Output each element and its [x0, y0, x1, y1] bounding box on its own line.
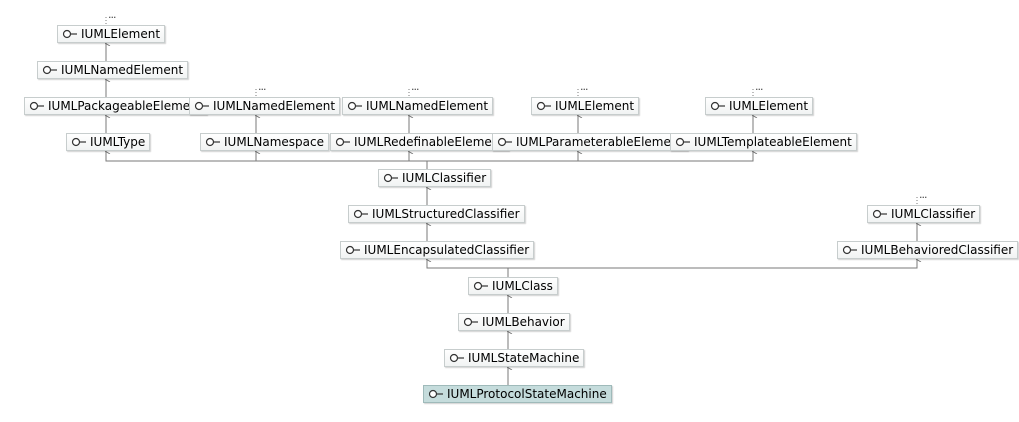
interface-lollipop-icon: [842, 245, 858, 255]
node-label: IUMLNamedElement: [213, 99, 336, 113]
node-iumlclassifier[interactable]: IUMLClassifier: [867, 205, 981, 223]
node-label: IUMLEncapsulatedClassifier: [364, 243, 530, 257]
node-iumlnamedelement[interactable]: IUMLNamedElement: [189, 97, 341, 115]
node-label: IUMLClassifier: [891, 207, 976, 221]
more-ancestors-ellipsis[interactable]: ...: [411, 80, 419, 93]
interface-lollipop-icon: [449, 353, 465, 363]
node-label: IUMLClassifier: [402, 171, 487, 185]
node-label: IUMLStateMachine: [468, 351, 580, 365]
node-label: IUMLRedefinableElement: [354, 135, 505, 149]
interface-lollipop-icon: [353, 209, 369, 219]
node-iumltemplateableelement[interactable]: IUMLTemplateableElement: [670, 133, 857, 151]
interface-lollipop-icon: [383, 173, 399, 183]
node-label: IUMLElement: [729, 99, 809, 113]
interface-lollipop-icon: [428, 389, 444, 399]
node-label: IUMLProtocolStateMachine: [447, 387, 607, 401]
interface-lollipop-icon: [335, 137, 351, 147]
interface-lollipop-icon: [347, 101, 363, 111]
node-label: IUMLClass: [492, 279, 553, 293]
more-ancestors-ellipsis[interactable]: ...: [919, 188, 927, 201]
node-iumlelement[interactable]: IUMLElement: [705, 97, 814, 115]
more-ancestors-ellipsis[interactable]: ...: [580, 80, 588, 93]
interface-lollipop-icon: [872, 209, 888, 219]
node-iumlpackageableelement[interactable]: IUMLPackageableElement: [24, 97, 208, 115]
node-label: IUMLBehavioredClassifier: [861, 243, 1014, 257]
node-label: IUMLNamespace: [224, 135, 324, 149]
node-label: IUMLParameterableElement: [516, 135, 684, 149]
node-iumlprotocolstatemachine-selected[interactable]: IUMLProtocolStateMachine: [423, 385, 612, 403]
more-ancestors-ellipsis[interactable]: ...: [258, 80, 266, 93]
interface-lollipop-icon: [710, 101, 726, 111]
interface-lollipop-icon: [62, 29, 78, 39]
node-iumlredefinableelement[interactable]: IUMLRedefinableElement: [330, 133, 510, 151]
node-label: IUMLStructuredClassifier: [372, 207, 520, 221]
more-ancestors-ellipsis[interactable]: ...: [108, 8, 116, 21]
node-label: IUMLTemplateableElement: [694, 135, 852, 149]
node-iumlbehavior[interactable]: IUMLBehavior: [458, 313, 570, 331]
node-iumlparameterableelement[interactable]: IUMLParameterableElement: [492, 133, 689, 151]
interface-lollipop-icon: [42, 65, 58, 75]
interface-lollipop-icon: [675, 137, 691, 147]
interface-lollipop-icon: [536, 101, 552, 111]
interface-lollipop-icon: [29, 101, 45, 111]
interface-lollipop-icon: [205, 137, 221, 147]
node-iumlencapsulatedclassifier[interactable]: IUMLEncapsulatedClassifier: [340, 241, 535, 259]
node-label: IUMLElement: [81, 27, 161, 41]
node-label: IUMLNamedElement: [61, 63, 184, 77]
node-label: IUMLBehavior: [482, 315, 565, 329]
node-iumlnamedelement[interactable]: IUMLNamedElement: [342, 97, 494, 115]
node-iumlnamespace[interactable]: IUMLNamespace: [200, 133, 329, 151]
node-iumlclassifier[interactable]: IUMLClassifier: [378, 169, 492, 187]
interface-lollipop-icon: [194, 101, 210, 111]
node-label: IUMLType: [90, 135, 146, 149]
node-iumlclass[interactable]: IUMLClass: [468, 277, 558, 295]
more-ancestors-ellipsis[interactable]: ...: [755, 80, 763, 93]
node-iumlstatemachine[interactable]: IUMLStateMachine: [444, 349, 585, 367]
node-iumlnamedelement[interactable]: IUMLNamedElement: [37, 61, 189, 79]
interface-lollipop-icon: [345, 245, 361, 255]
node-iumlstructuredclassifier[interactable]: IUMLStructuredClassifier: [348, 205, 525, 223]
node-label: IUMLElement: [555, 99, 635, 113]
node-label: IUMLPackageableElement: [48, 99, 203, 113]
interface-lollipop-icon: [497, 137, 513, 147]
node-iumlelement[interactable]: IUMLElement: [531, 97, 640, 115]
node-iumlelement[interactable]: IUMLElement: [57, 25, 166, 43]
interface-lollipop-icon: [463, 317, 479, 327]
node-iumltype[interactable]: IUMLType: [66, 133, 151, 151]
node-label: IUMLNamedElement: [366, 99, 489, 113]
node-iumlbehavioredclassifier[interactable]: IUMLBehavioredClassifier: [837, 241, 1019, 259]
interface-lollipop-icon: [473, 281, 489, 291]
interface-lollipop-icon: [71, 137, 87, 147]
